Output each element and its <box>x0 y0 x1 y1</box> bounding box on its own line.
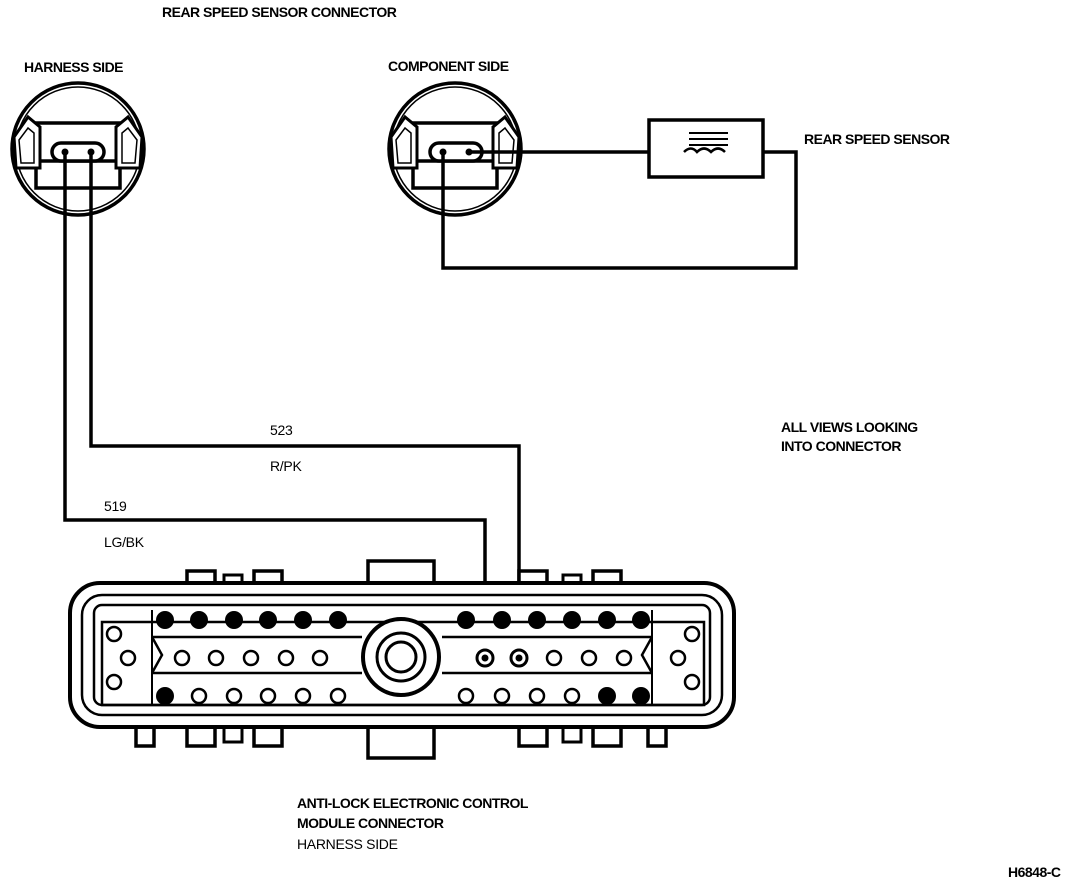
module-label-line2: MODULE CONNECTOR <box>297 815 444 831</box>
wire-519-circuit: 519 <box>104 498 127 514</box>
rear-speed-sensor-label: REAR SPEED SENSOR <box>804 131 950 147</box>
module-label-line3: HARNESS SIDE <box>297 836 398 852</box>
harness-side-label: HARNESS SIDE <box>24 59 123 75</box>
wire-519-color: LG/BK <box>104 534 145 550</box>
views-note-line2: INTO CONNECTOR <box>781 438 901 454</box>
component-side-label: COMPONENT SIDE <box>388 58 509 74</box>
figure-id: H6848-C <box>1008 864 1061 880</box>
component-side-connector <box>387 81 523 217</box>
views-note-line1: ALL VIEWS LOOKING <box>781 419 918 435</box>
harness-side-connector <box>10 81 146 217</box>
module-connector <box>68 559 736 760</box>
wire-523-color: R/PK <box>270 458 302 474</box>
module-label-line1: ANTI-LOCK ELECTRONIC CONTROL <box>297 795 529 811</box>
diagram-title: REAR SPEED SENSOR CONNECTOR <box>162 4 397 20</box>
wire-523 <box>89 152 521 657</box>
rear-speed-sensor <box>647 118 765 179</box>
sensor-wire-loop <box>441 150 798 270</box>
wire-523-circuit: 523 <box>270 422 293 438</box>
